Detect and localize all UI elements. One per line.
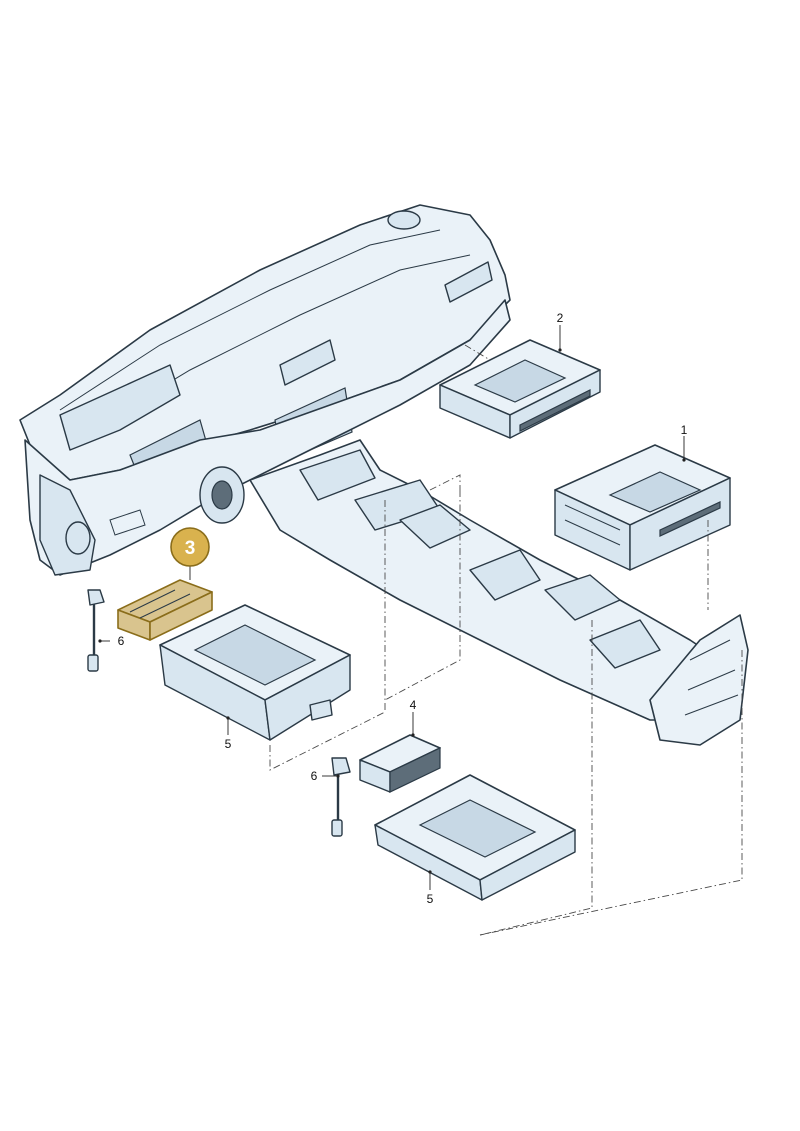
callout-label: 3 [185, 538, 196, 559]
dashboard-assembly [19, 204, 511, 576]
callout-circle [170, 527, 210, 567]
label-part-2: 2 [557, 311, 564, 325]
part-2-unit [439, 339, 601, 439]
leader-lines [98, 325, 686, 890]
label-part-5-lower: 5 [427, 892, 434, 906]
location-lines [269, 344, 743, 936]
label-part-5-upper: 5 [225, 737, 232, 751]
part-1-unit [554, 444, 731, 571]
part-5-tray-upper [159, 604, 351, 741]
label-part-1: 1 [681, 423, 688, 437]
part-6-cable-lower [331, 757, 351, 837]
label-part-4: 4 [410, 698, 417, 712]
part-3-module-highlighted [117, 579, 213, 641]
callout-part-3[interactable]: 3 [170, 527, 210, 567]
part-4-module [359, 734, 441, 793]
part-5-tray-lower [374, 774, 576, 901]
center-console [249, 439, 749, 746]
part-6-cable-upper [87, 589, 105, 672]
label-part-6-lower: 6 [311, 769, 318, 783]
label-part-6-upper: 6 [118, 634, 125, 648]
